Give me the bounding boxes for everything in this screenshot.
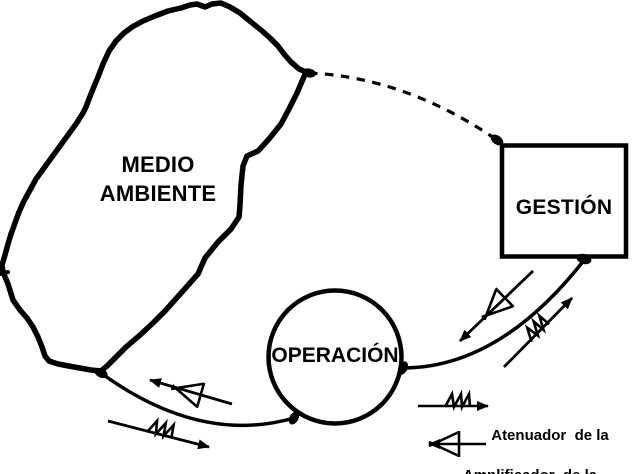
legend-attenuator-label: Atenuador de la variedad: [470, 386, 630, 474]
legend-amplifier-label: Amplificador de la variedad: [450, 426, 610, 474]
operation-label: OPERACIÓN: [271, 344, 399, 367]
environment-management-dashed-link: [308, 71, 498, 142]
legend-attenuator-line1: Atenuador de la: [491, 427, 609, 444]
dot-management-corner: [490, 134, 504, 146]
environment-label-line1: MEDIO: [121, 152, 195, 177]
dot-environment-bottom: [94, 367, 108, 379]
management-label: GESTIÓN: [515, 196, 613, 219]
attenuator-icon: [146, 417, 176, 441]
dot-operation-bottom: [288, 411, 300, 425]
dot-management-bottom: [576, 253, 592, 265]
dot-operation-right: [397, 361, 409, 375]
amplifier-icon: [170, 382, 206, 409]
attenuator-arrow-environment-to-operation: [107, 417, 210, 450]
connection-dots: [94, 68, 592, 425]
environment-blob-tick: [0, 270, 10, 276]
environment-label-line2: AMBIENTE: [99, 181, 217, 206]
legend-amplifier-icon: [428, 430, 486, 458]
attenuator-arrow-operation-to-management: [503, 297, 573, 368]
operation-circle: [266, 288, 404, 426]
amplifier-icon: [481, 287, 515, 321]
environment-label: MEDIO AMBIENTE: [78, 150, 238, 208]
legend-attenuator-icon: [418, 389, 489, 412]
operation-management-link: [401, 257, 587, 370]
legend-amplifier-line1: Amplificador de la: [450, 466, 610, 474]
amplifier-arrow-operation-to-environment: [149, 378, 233, 409]
amplifier-arrow-management-to-operation: [459, 269, 534, 343]
environment-operation-link: [99, 371, 296, 428]
attenuator-icon: [524, 311, 551, 343]
dot-environment-top: [302, 68, 316, 78]
management-box: [499, 143, 629, 259]
